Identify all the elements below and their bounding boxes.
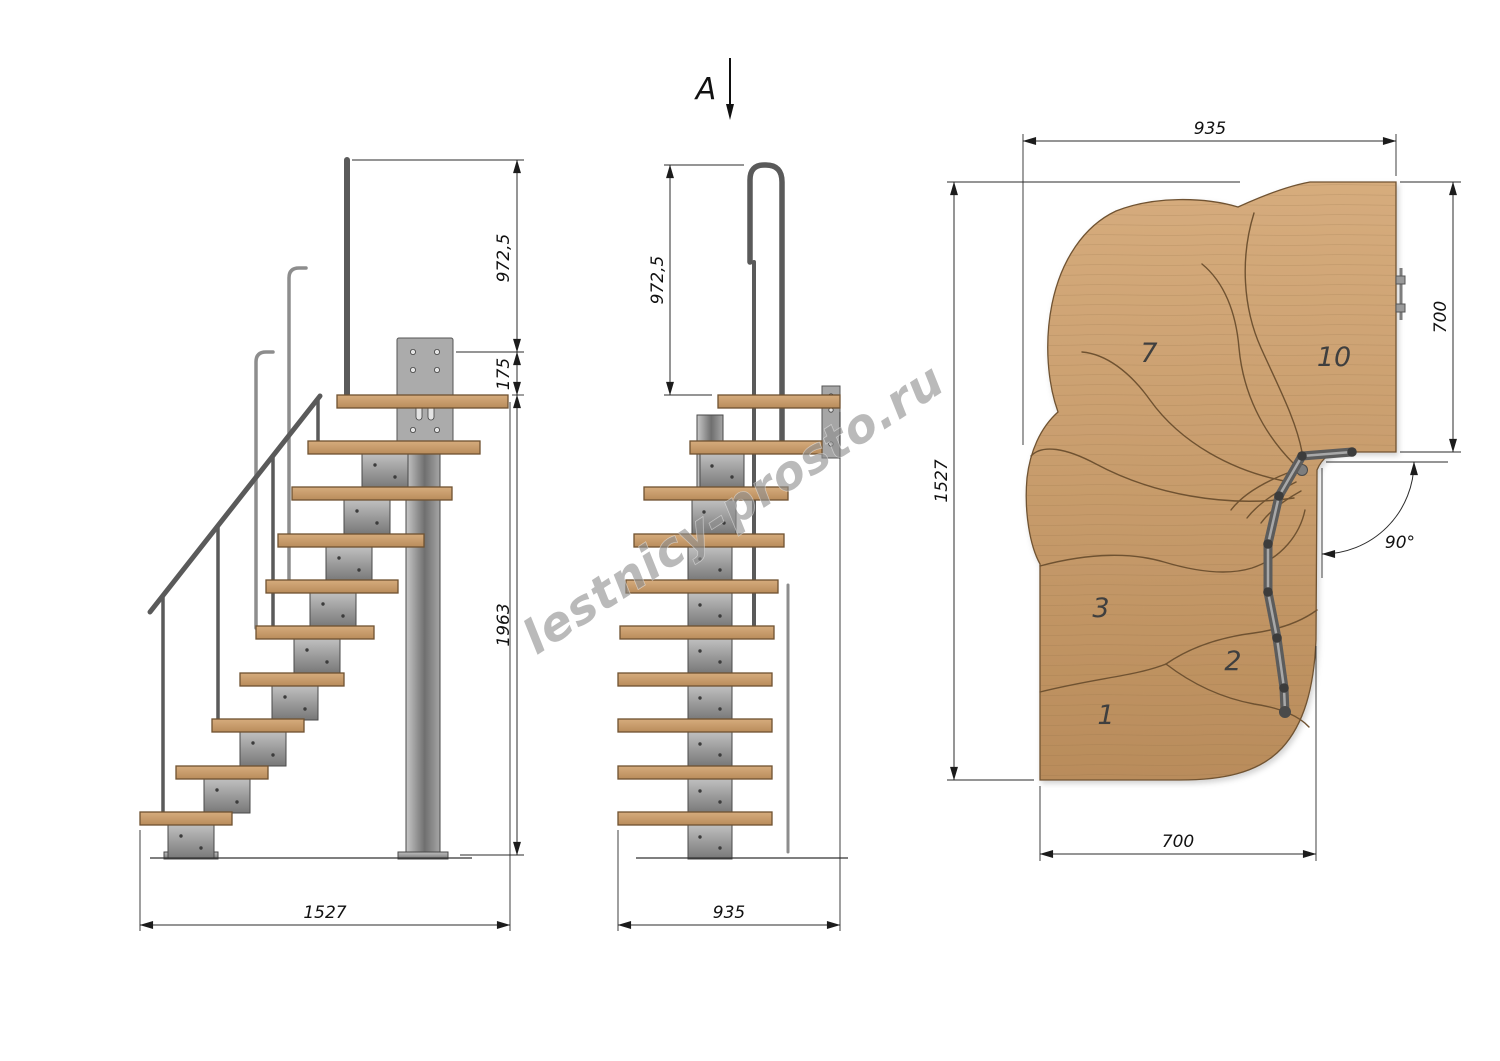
central-column [405,449,441,856]
front-view-dimensions: 972,5 935 [617,164,841,931]
landing-tread-side [336,394,509,409]
dim-plate-height: 175 [494,358,514,390]
step-numbers: 1 2 3 7 10 [1092,338,1351,731]
dim-total-depth: 1527 [932,459,952,502]
step-number-2: 2 [1224,646,1241,677]
turn-handrail-post-back2 [287,266,308,582]
tread-front [633,533,785,548]
plan-view: 1 2 3 7 10 935 [932,119,1461,861]
tread-side [277,533,425,548]
dim-rail-height-front: 972,5 [648,256,668,305]
step-number-3: 3 [1092,593,1109,624]
wood-grain-overlay [1026,182,1396,780]
step-number-7: 7 [1140,338,1157,369]
tread-front [625,579,779,594]
turn-handrail-post-back [254,350,275,630]
tread-front [619,625,775,640]
dim-width-front: 935 [713,903,745,923]
dim-flight-width: 700 [1162,832,1194,852]
landing-tread-front [717,394,841,409]
mounting-plate [396,337,454,451]
handrail-joints [1263,447,1357,718]
step-number-10: 10 [1317,342,1351,373]
side-elevation-view: 1527 972,5 175 1963 [139,157,524,931]
tread-side [175,765,269,780]
tread-front [643,486,789,501]
section-arrow-head [726,104,734,120]
handrail-balusters [161,396,320,818]
tread-side [239,672,345,687]
section-indicator: A [694,58,734,120]
handrail-loop-front [747,162,785,451]
tread-front [617,765,773,780]
tread-side [265,579,399,594]
dim-total-run: 1527 [303,903,346,923]
handrail-plan-highlight [1266,450,1354,714]
tread-side [255,625,375,640]
module-bolt-dots [179,463,397,850]
front-elevation-view: A [617,58,848,931]
tread-side [139,811,233,826]
wall-bracket [1395,268,1406,320]
treads-front-view [617,394,841,826]
section-label: A [694,72,717,107]
side-view-dimensions: 1527 972,5 175 1963 [139,159,524,931]
plan-view-dimensions: 935 1527 700 700 90° [932,119,1461,861]
dim-plan-width: 935 [1194,119,1226,139]
stair-handrail [147,393,323,615]
dim-rail-height-side: 972,5 [494,234,514,283]
tread-side [211,718,305,733]
tread-side [307,440,481,455]
tread-front [689,440,823,455]
tread-front [617,811,773,826]
tread-front [617,718,773,733]
dim-total-rise: 1963 [494,603,514,646]
treads-side-view [139,394,509,826]
module-bolt-dots-front [698,464,734,850]
stringer-modules [167,453,409,860]
step-number-1: 1 [1097,700,1114,731]
dim-turn-angle: 90° [1385,533,1415,553]
tread-boundaries [1030,212,1318,728]
dim-landing-depth: 700 [1431,301,1451,333]
tread-side [291,486,453,501]
tread-front [617,672,773,687]
column-base-plate [397,851,449,860]
